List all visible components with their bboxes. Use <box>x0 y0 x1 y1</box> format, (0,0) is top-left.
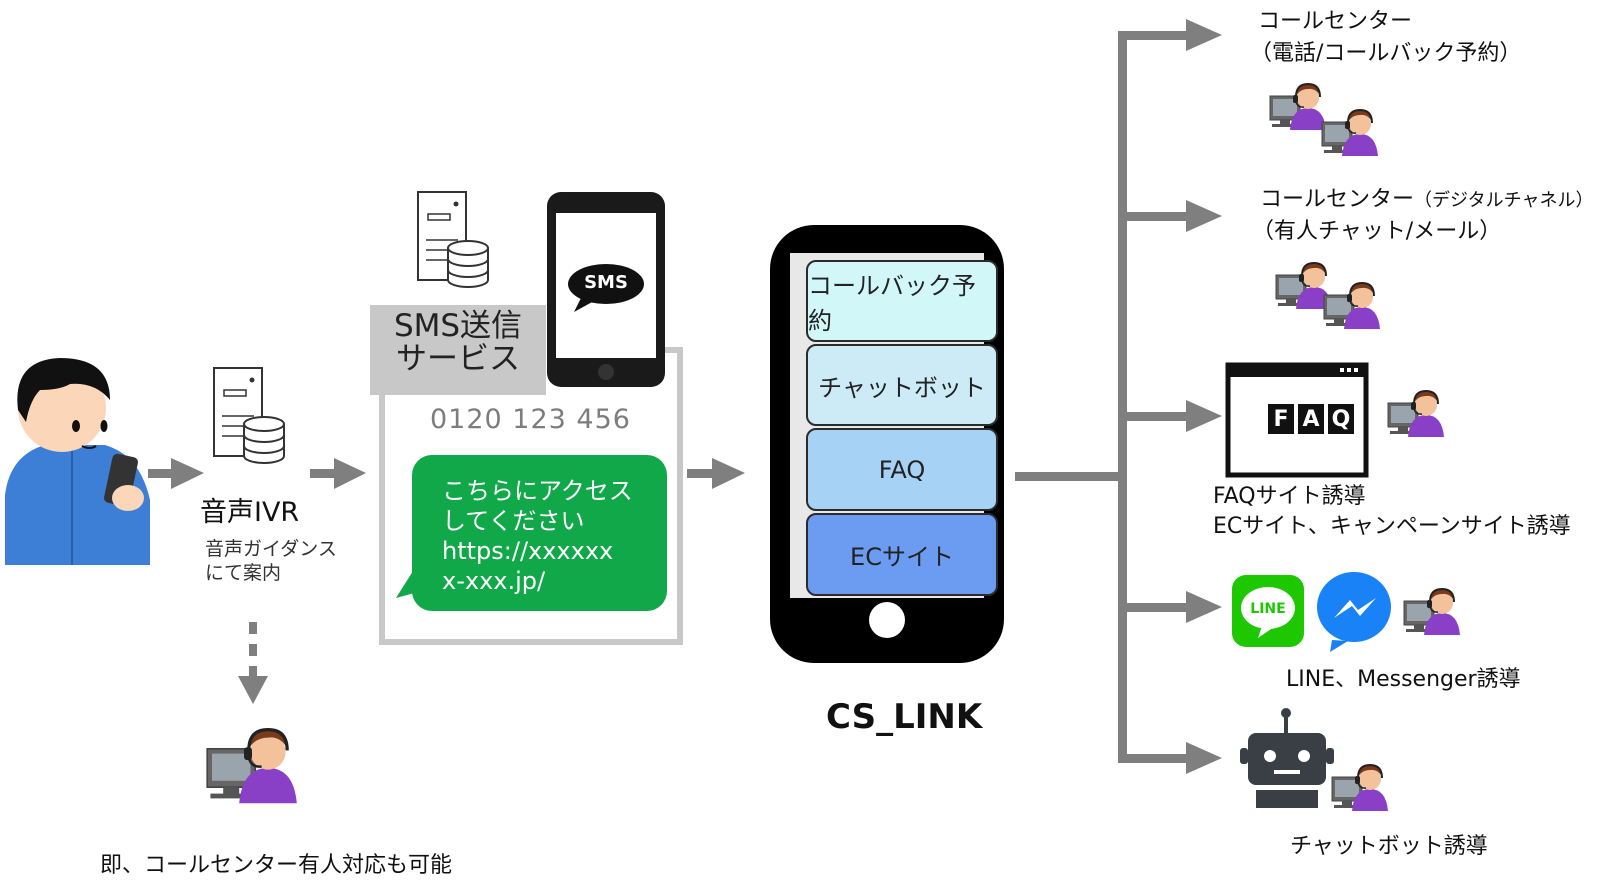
messaging-label: LINE、Messenger誘導 <box>1286 667 1521 692</box>
menu-callback-reservation[interactable]: コールバック予約 <box>806 260 998 342</box>
escalation-label: 即、コールセンター有人対応も可能 <box>100 853 453 878</box>
callcenter-phone-title: コールセンター <box>1258 9 1413 34</box>
cs-link-title: CS_LINK <box>826 697 983 737</box>
channel-tree <box>1015 19 1222 774</box>
callcenter-digital-title: コールセンター（デジタルチャネル） <box>1260 187 1594 212</box>
ivr-server-icon <box>213 367 285 464</box>
sms-message-bubble <box>396 455 667 611</box>
sms-message-text: こちらにアクセス してください https://xxxxxx x-xxx.jp/ <box>442 477 633 595</box>
home-button-icon <box>869 602 905 638</box>
ivr-label: 音声IVR <box>200 497 300 528</box>
browser-window-icon <box>1225 362 1369 478</box>
operator-icon <box>1331 763 1389 812</box>
operator-icon <box>1323 281 1381 330</box>
menu-faq[interactable]: FAQ <box>806 428 998 511</box>
menu-ec-site[interactable]: ECサイト <box>806 513 998 596</box>
ec-site-label: ECサイト、キャンペーンサイト誘導 <box>1213 514 1571 539</box>
operator-icon <box>1387 389 1445 438</box>
ivr-description: 音声ガイダンス にて案内 <box>205 538 337 584</box>
operator-icon <box>1321 108 1379 157</box>
sms-sender-number: 0120 123 456 <box>430 404 631 435</box>
flow-arrows <box>148 458 745 489</box>
user-with-phone-icon <box>5 358 150 565</box>
sms-service-box <box>370 305 546 395</box>
operator-icon <box>1269 82 1327 131</box>
callcenter-phone-sub: （電話/コールバック予約） <box>1250 41 1522 66</box>
faq-site-label: FAQサイト誘導 <box>1213 484 1366 509</box>
line-logo-text: LINE <box>1250 601 1286 617</box>
sms-frame <box>379 347 683 645</box>
faq-logo: F A Q <box>1268 404 1354 434</box>
chatbot-label: チャットボット誘導 <box>1290 834 1488 859</box>
sms-service-label: SMS送信 サービス <box>393 308 523 378</box>
callcenter-digital-sub: （有人チャット/メール） <box>1252 219 1502 244</box>
escalation-arrow <box>238 622 268 704</box>
sms-smartphone-icon <box>547 192 665 387</box>
menu-chatbot[interactable]: チャットボット <box>806 344 998 426</box>
robot-icon <box>1240 708 1334 808</box>
sms-icon-text: SMS <box>584 272 628 293</box>
operator-icon <box>1403 587 1461 636</box>
line-app-icon <box>1232 575 1304 647</box>
sms-server-icon <box>417 191 489 288</box>
messenger-app-icon <box>1317 572 1391 652</box>
escalation-operator-icon <box>205 727 299 805</box>
